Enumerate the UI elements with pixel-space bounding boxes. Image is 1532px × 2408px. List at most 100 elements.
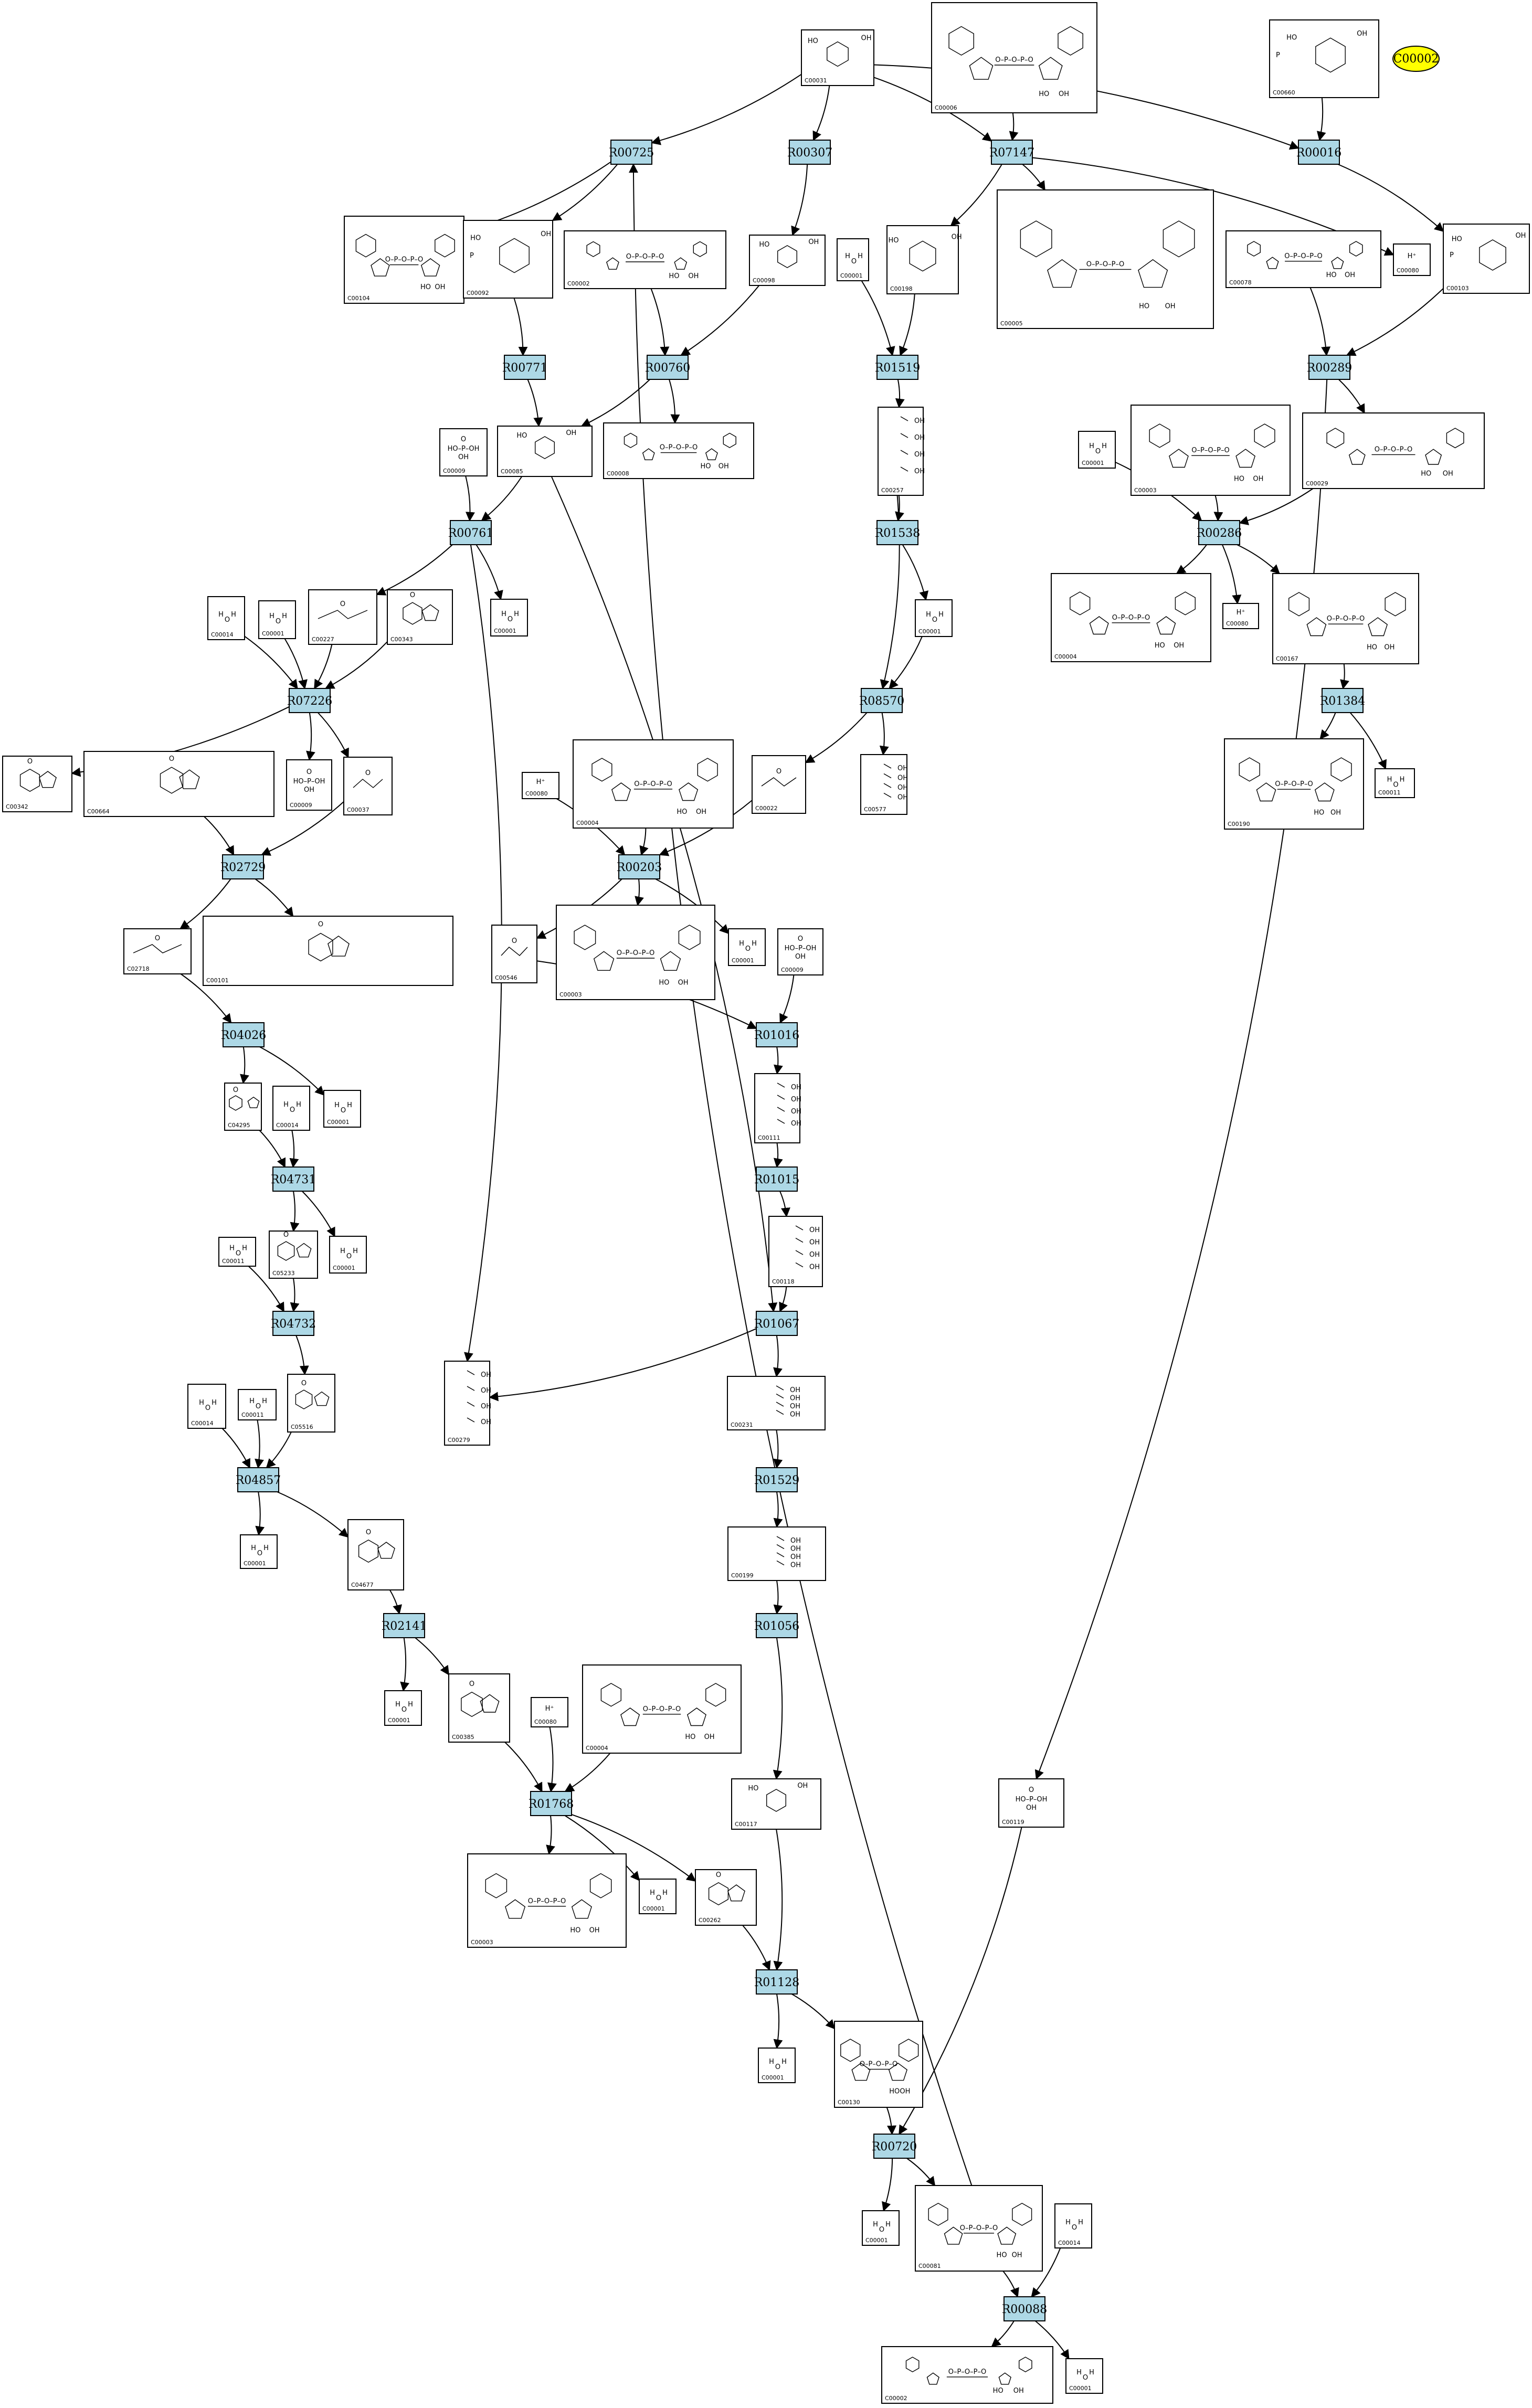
reaction-node[interactable]: R00289 [1307,355,1353,380]
reaction-node[interactable]: R04026 [221,1022,267,1047]
reaction-node[interactable]: R01519 [875,355,921,380]
reaction-node[interactable]: R01128 [754,1969,800,1995]
reaction-node[interactable]: R00725 [609,140,654,165]
reaction-node[interactable]: R00761 [448,520,494,545]
reaction-node[interactable]: R00771 [502,355,548,380]
reaction-node[interactable]: R02141 [382,1613,427,1638]
reaction-node[interactable]: R00203 [617,854,662,879]
reaction-node[interactable]: R00760 [645,355,691,380]
reaction-node[interactable]: R01538 [875,520,921,545]
reaction-node[interactable]: R01016 [754,1022,800,1047]
compound-node[interactable]: H⁺C00080 [1222,603,1259,629]
compound-node[interactable]: H⁺C00080 [531,1697,568,1727]
reaction-node[interactable]: R02729 [220,854,266,879]
reaction-node[interactable]: R01015 [754,1166,800,1192]
reaction-node[interactable]: R08570 [859,688,905,713]
reaction-node[interactable]: R00286 [1197,520,1242,545]
reaction-node[interactable]: R00016 [1296,140,1342,165]
reaction-node[interactable]: R07147 [989,140,1035,165]
reaction-node[interactable]: R01067 [754,1311,800,1336]
reaction-node[interactable]: R00720 [872,2134,917,2159]
reaction-node[interactable]: R01768 [529,1791,574,1816]
compound-node[interactable]: H⁺C00080 [522,772,559,799]
reaction-node[interactable]: R01056 [754,1613,800,1638]
cofactor-badge[interactable]: C00002 [1392,46,1440,72]
reaction-node[interactable]: R07226 [287,688,333,713]
reaction-node[interactable]: R04731 [271,1166,316,1192]
reaction-node[interactable]: R04857 [236,1467,281,1492]
reaction-node[interactable]: R00307 [787,140,833,165]
reaction-node[interactable]: R01384 [1320,688,1366,713]
reaction-node[interactable]: R00088 [1002,2296,1048,2321]
reaction-node[interactable]: R04732 [271,1311,316,1336]
